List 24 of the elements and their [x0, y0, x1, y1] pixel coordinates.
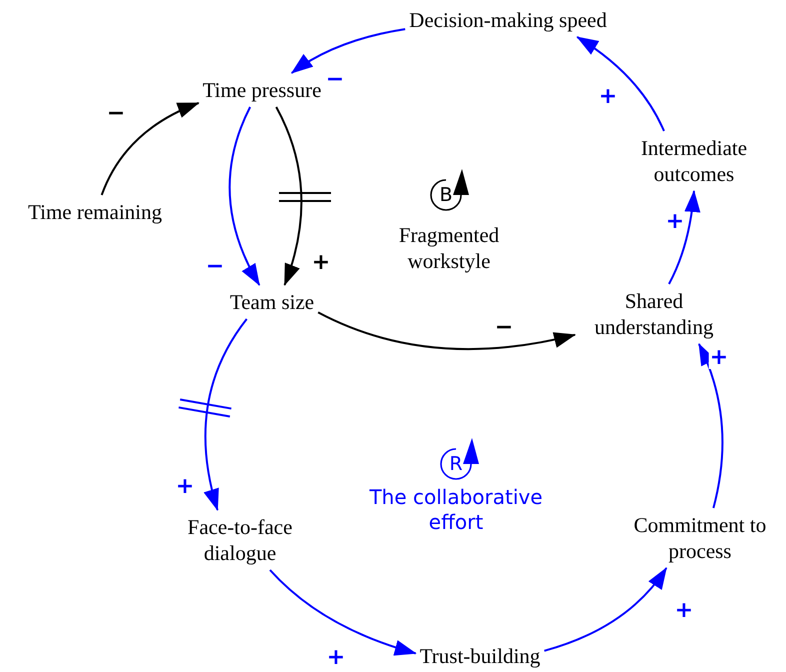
causal-arrow: [668, 190, 700, 284]
causal-arrow: [204, 318, 248, 511]
causal-arrow: [275, 106, 302, 286]
variable-label: Face-to-face dialogue: [165, 514, 315, 566]
causal-arrow: [576, 36, 665, 132]
variable-label: Team size: [230, 289, 314, 315]
variable-label: Shared understanding: [579, 288, 729, 340]
causal-arrow: [228, 106, 260, 286]
loop-type-letter: R: [449, 454, 463, 474]
causal-arrow: [318, 312, 576, 350]
variable-label: Commitment to process: [616, 512, 784, 564]
causal-arrow: [698, 343, 724, 508]
variable-label: Intermediate outcomes: [619, 135, 769, 187]
variable-label: Time remaining: [28, 199, 162, 225]
causal-arrow: [100, 102, 200, 196]
causal-arrow: [544, 567, 668, 652]
variable-label: Time pressure: [202, 77, 322, 103]
loop-type-letter: B: [439, 185, 453, 205]
variable-label: Trust-building: [420, 643, 540, 669]
causal-arrow: [290, 28, 406, 74]
variable-label: Decision-making speed: [409, 7, 607, 33]
loop-name: The collaborative effort: [368, 485, 544, 535]
causal-arrow: [269, 569, 417, 656]
loop-name: Fragmented workstyle: [398, 222, 500, 274]
